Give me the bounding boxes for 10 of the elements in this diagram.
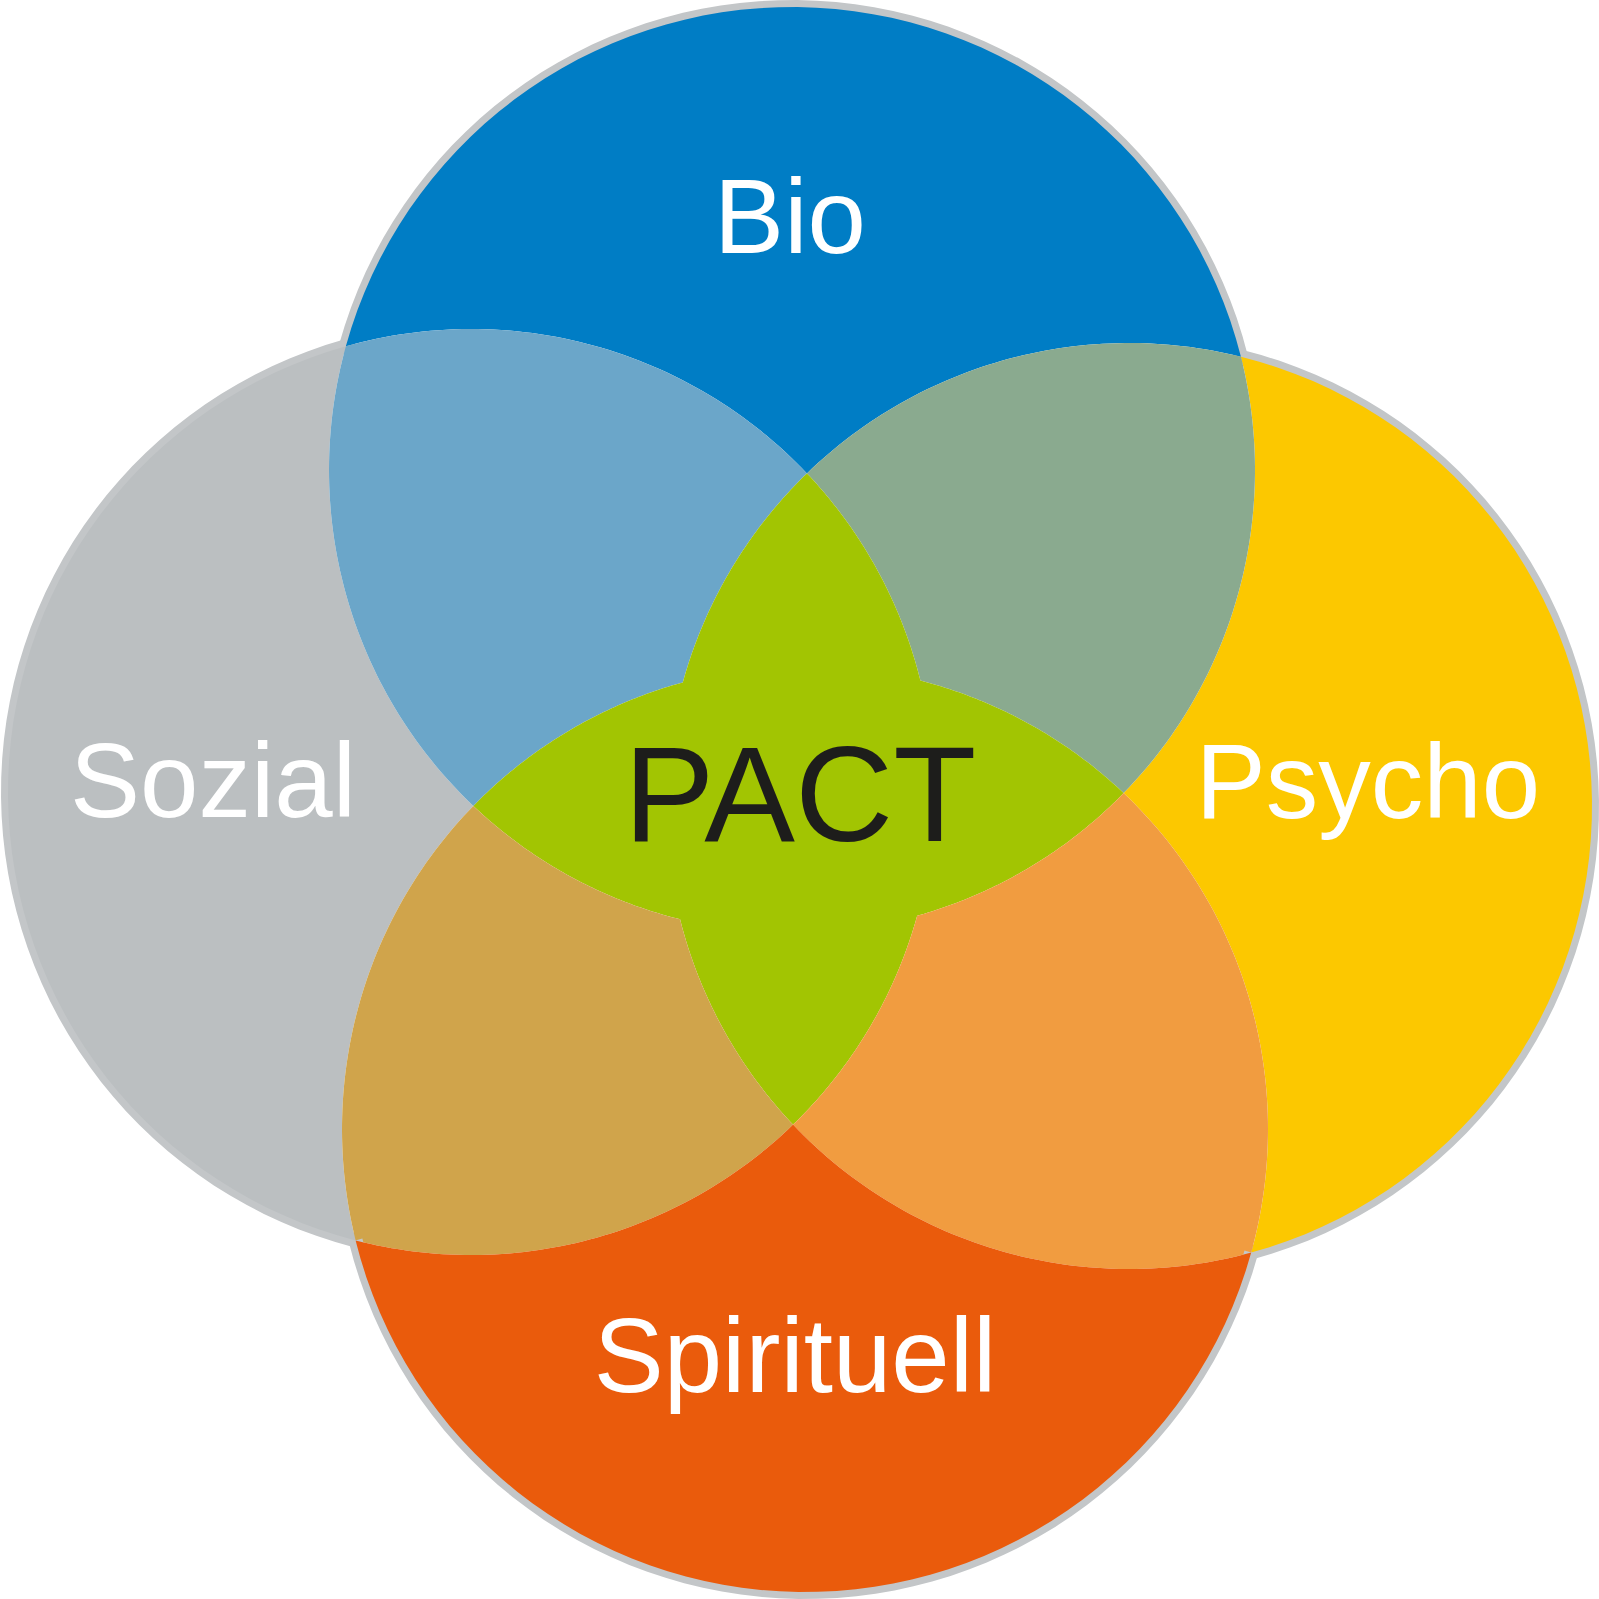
circle-segment [1123,349,1599,1260]
circle-label: Psycho [1195,721,1541,842]
center-label: PACT [623,716,977,872]
center-star-shape [473,473,1124,1125]
circle-label: Sozial [70,720,356,841]
circle-label: Spirituell [593,1295,997,1416]
circle-label: Bio [714,156,866,277]
circle-segment [1,339,474,1248]
circle-segment [348,1124,1258,1599]
circle-segment [339,0,1248,474]
